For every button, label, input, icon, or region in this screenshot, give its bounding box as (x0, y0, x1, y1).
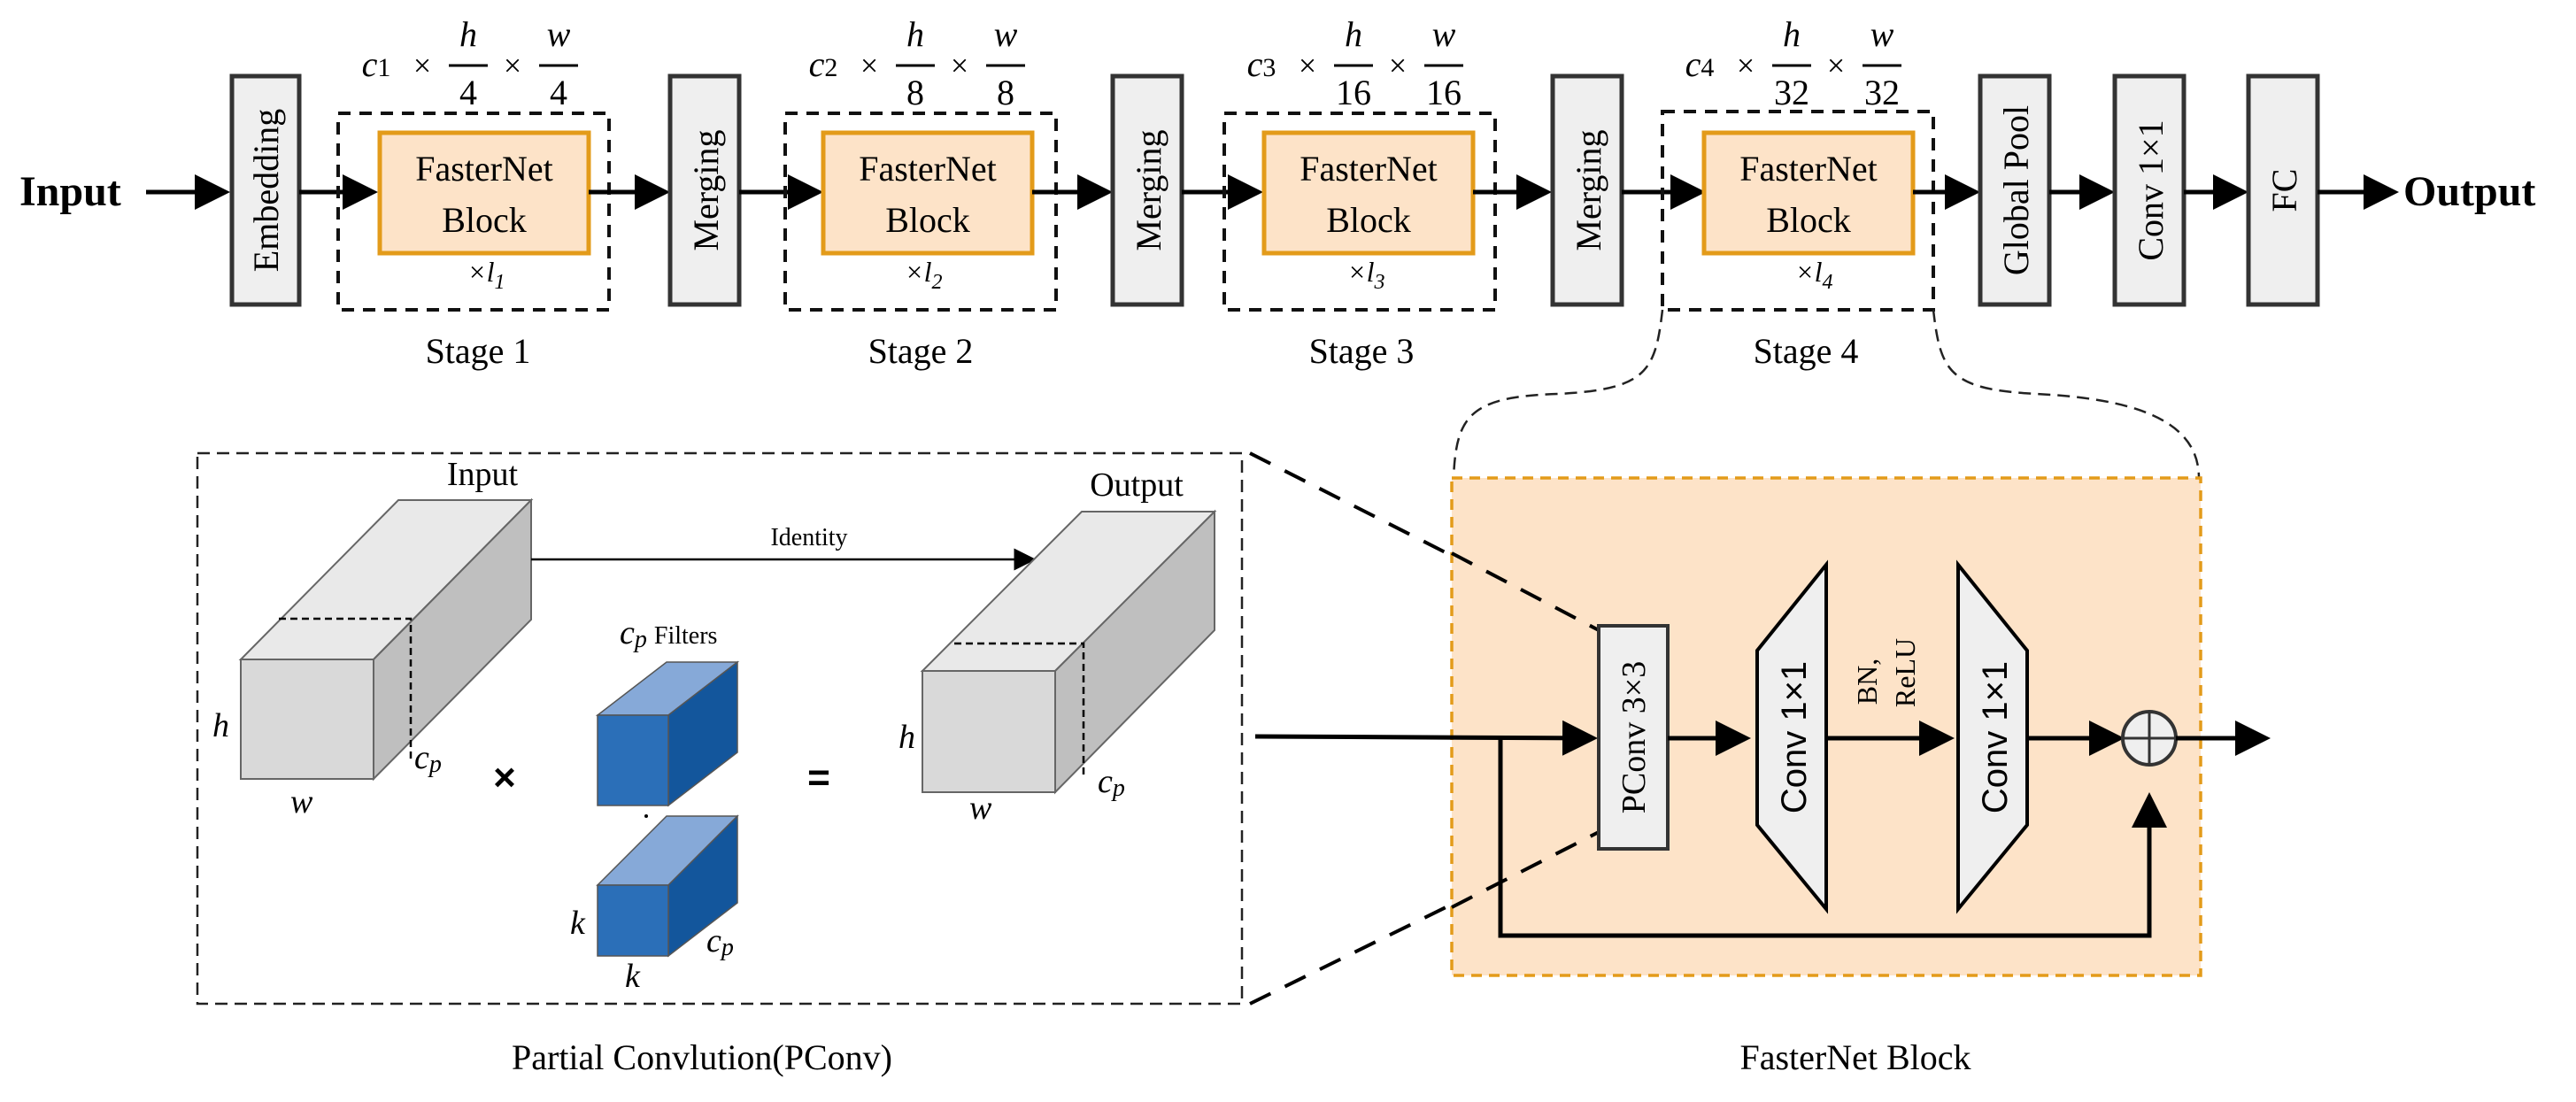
merging-label: Merging (686, 129, 726, 250)
block-label: FasterNet (859, 149, 997, 189)
times-sign: × (1737, 48, 1755, 83)
block-label: Block (885, 200, 970, 240)
pconv-caption: Partial Convlution(PConv) (512, 1037, 892, 1077)
channel-label: c3 (1247, 44, 1276, 84)
merging-label: Merging (1129, 129, 1168, 250)
global-pool-box: Global Pool (1978, 73, 2052, 307)
input-tensor-label: Input (447, 456, 519, 493)
stage-label: Stage 2 (868, 331, 974, 371)
equals-sign: = (807, 756, 830, 799)
zoom-line (1451, 551, 1600, 632)
identity-label: Identity (770, 524, 847, 551)
h-label: h (899, 719, 915, 756)
times-sign: × (951, 48, 968, 83)
stage-2: FasterNet Block ×l2 Stage 2 (783, 112, 1058, 371)
w-numerator: w (1870, 14, 1894, 54)
stage-4: FasterNet Block ×l4 Stage 4 (1661, 110, 1935, 371)
output-tensor-label: Output (1090, 466, 1184, 504)
h-denominator: 4 (459, 73, 477, 112)
zoom-curve (1452, 309, 1664, 479)
times-sign: × (1389, 48, 1407, 83)
times-sign: × (860, 48, 878, 83)
h-denominator: 16 (1336, 73, 1371, 112)
h-numerator: h (1783, 14, 1801, 54)
add-icon (2121, 710, 2178, 767)
multiply-sign: × (493, 756, 516, 799)
block-label: FasterNet (1739, 149, 1878, 189)
k-label: k (570, 905, 586, 942)
embedding-box: Embedding (229, 73, 302, 307)
times-sign: × (1827, 48, 1845, 83)
w-numerator: w (547, 14, 571, 54)
channel-label: c1 (362, 44, 391, 84)
merging-label: Merging (1569, 129, 1608, 250)
conv-box: Conv 1×1 (2112, 73, 2187, 307)
h-numerator: h (906, 14, 924, 54)
merging-box: Merging (1550, 73, 1624, 307)
h-numerator: h (1345, 14, 1362, 54)
channel-label: c4 (1685, 44, 1715, 84)
zoom-line (1451, 830, 1600, 909)
repeat-label: ×l4 (1795, 256, 1832, 294)
block-input-arrow (1254, 720, 1598, 756)
conv-label: Conv 1×1 (2131, 119, 2171, 260)
fc-box: FC (2246, 73, 2320, 307)
stage-1: FasterNet Block ×l1 Stage 1 (336, 112, 611, 371)
global-pool-label: Global Pool (1996, 105, 2036, 275)
conv2-label: Conv 1×1 (1976, 661, 2015, 813)
bn-label: BN, (1851, 659, 1883, 705)
w-label: w (290, 783, 313, 821)
output-tensor: Output h w cp (899, 466, 1217, 827)
input-tensor: Input h w cp (212, 456, 534, 821)
h-denominator: 8 (906, 73, 924, 112)
cp-label: cp (414, 739, 442, 778)
w-denominator: 4 (550, 73, 567, 112)
zoom-curve (1932, 309, 2201, 479)
repeat-label: ×l1 (467, 256, 505, 294)
times-sign: × (413, 48, 431, 83)
stage-label: Stage 1 (426, 331, 531, 371)
merging-box: Merging (1110, 73, 1184, 307)
w-denominator: 32 (1864, 73, 1900, 112)
block-label: Block (1766, 200, 1851, 240)
merging-box: Merging (667, 73, 742, 307)
w-denominator: 8 (997, 73, 1014, 112)
pconv-box-label: PConv 3×3 (1616, 661, 1653, 813)
h-numerator: h (459, 14, 477, 54)
w-numerator: w (1432, 14, 1456, 54)
k-label: k (625, 958, 641, 995)
block-label: FasterNet (1300, 149, 1438, 189)
stage-3: FasterNet Block ×l3 Stage 3 (1222, 112, 1497, 371)
repeat-label: ×l2 (905, 256, 942, 294)
cp-label: cp (706, 922, 734, 961)
h-label: h (212, 707, 229, 744)
repeat-label: ×l3 (1347, 256, 1384, 294)
residual-path (1498, 738, 2167, 938)
w-label: w (969, 790, 992, 827)
block-label: FasterNet (415, 149, 553, 189)
conv1-label: Conv 1×1 (1775, 661, 1814, 813)
w-numerator: w (994, 14, 1018, 54)
input-label: Input (19, 168, 121, 215)
times-sign: × (504, 48, 521, 83)
conv1-box: Conv 1×1 (1755, 559, 1828, 914)
cp-label: cp (1098, 763, 1125, 802)
embedding-label: Embedding (246, 109, 286, 272)
stage-label: Stage 4 (1754, 331, 1859, 371)
h-denominator: 32 (1774, 73, 1809, 112)
block-label: Block (1326, 200, 1411, 240)
channel-label: c2 (809, 44, 838, 84)
fc-label: FC (2264, 169, 2304, 212)
times-sign: × (1299, 48, 1316, 83)
stage-label: Stage 3 (1309, 331, 1415, 371)
w-denominator: 16 (1426, 73, 1462, 112)
block-label: Block (442, 200, 527, 240)
relu-label: ReLU (1889, 638, 1921, 707)
conv2-box: Conv 1×1 (1956, 559, 2029, 914)
pconv-box: PConv 3×3 (1597, 624, 1670, 851)
block-caption: FasterNet Block (1739, 1037, 1971, 1077)
output-label: Output (2403, 168, 2535, 215)
